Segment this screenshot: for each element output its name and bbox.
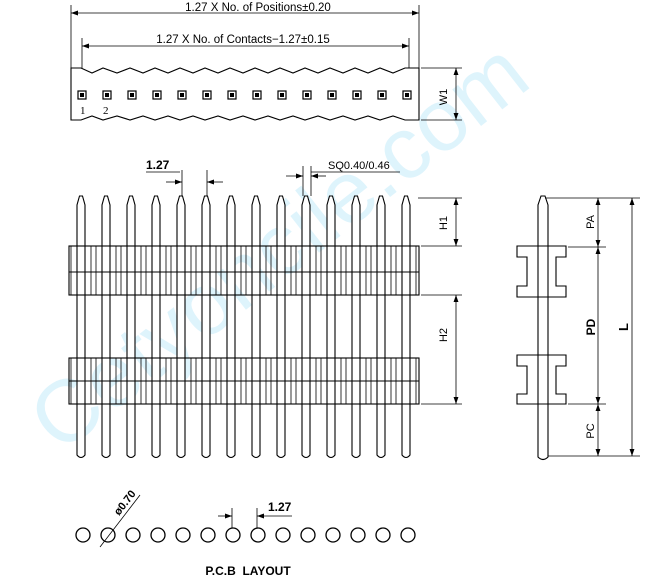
top-pin-core <box>355 93 359 97</box>
pcb-layout: ø0.70 1.27 P.C.B LAYOUT <box>75 488 416 578</box>
top-pin <box>352 90 362 100</box>
top-pin <box>127 90 137 100</box>
top-pin <box>177 90 187 100</box>
top-pin-row <box>77 90 412 100</box>
top-pin-core <box>405 93 409 97</box>
pcb-layout-title: P.C.B LAYOUT <box>205 564 291 578</box>
top-pin-core <box>330 93 334 97</box>
top-pin <box>377 90 387 100</box>
front-pin-array <box>70 195 417 459</box>
front-pin <box>276 195 286 459</box>
front-pin <box>301 195 311 459</box>
top-pin <box>227 90 237 100</box>
dim-h2: H2 <box>438 328 450 342</box>
pin-label-1: 1 <box>80 105 86 117</box>
dim-hole-diameter: ø0.70 <box>112 488 139 518</box>
pcb-hole <box>175 527 191 543</box>
top-pin-core <box>180 93 184 97</box>
front-pin <box>76 195 86 459</box>
front-pin <box>151 195 161 459</box>
dim-pc: PC <box>585 423 597 438</box>
dim-pd: PD <box>584 318 598 335</box>
pcb-hole <box>300 527 316 543</box>
dim-square-pin: SQ0.40/0.46 <box>328 160 390 172</box>
front-pin <box>251 195 261 459</box>
pcb-hole <box>125 527 141 543</box>
pcb-hole <box>375 527 391 543</box>
pcb-hole-row <box>75 527 416 543</box>
front-pin <box>376 195 386 459</box>
top-pin-core <box>80 93 84 97</box>
pcb-hole <box>150 527 166 543</box>
top-pin-core <box>280 93 284 97</box>
pcb-hole <box>325 527 341 543</box>
top-pin-core <box>130 93 134 97</box>
top-pin-core <box>380 93 384 97</box>
top-view: 1.27 X No. of Positions±0.20 1.27 X No. … <box>70 0 462 121</box>
front-pin <box>201 195 211 459</box>
front-pin <box>226 195 236 459</box>
dim-contacts-length: 1.27 X No. of Contacts−1.27±0.15 <box>156 34 330 46</box>
dim-h1: H1 <box>438 216 450 230</box>
top-pin <box>202 90 212 100</box>
front-pin <box>176 195 186 459</box>
front-pin <box>401 195 411 459</box>
top-pin <box>327 90 337 100</box>
pcb-hole <box>225 527 241 543</box>
front-pin <box>326 195 336 459</box>
top-pin-core <box>255 93 259 97</box>
dim-pitch-front: 1.27 <box>146 158 170 172</box>
pcb-hole <box>350 527 366 543</box>
dim-overall-length: 1.27 X No. of Positions±0.20 <box>185 2 331 14</box>
top-pin <box>302 90 312 100</box>
dim-l: L <box>616 323 631 331</box>
top-pin-core <box>105 93 109 97</box>
top-pin <box>402 90 412 100</box>
top-pin <box>152 90 162 100</box>
top-pin <box>277 90 287 100</box>
dim-pa: PA <box>585 214 597 229</box>
pcb-hole <box>75 527 91 543</box>
pin-label-2: 2 <box>103 105 109 117</box>
side-view: PA PD PC L <box>516 195 640 461</box>
front-pin <box>126 195 136 459</box>
pcb-hole <box>250 527 266 543</box>
top-pin-core <box>155 93 159 97</box>
top-pin-core <box>230 93 234 97</box>
pcb-hole <box>275 527 291 543</box>
dim-width-w1: W1 <box>438 89 450 106</box>
top-pin-core <box>305 93 309 97</box>
front-pin <box>101 195 111 459</box>
top-pin <box>77 90 87 100</box>
front-view: 1.27 SQ0.40/0.46 H1 H2 <box>68 158 462 459</box>
top-pin-core <box>205 93 209 97</box>
top-pin <box>102 90 112 100</box>
front-pin <box>351 195 361 459</box>
pcb-hole <box>200 527 216 543</box>
dim-pitch-pcb: 1.27 <box>268 500 292 514</box>
pcb-hole <box>400 527 416 543</box>
top-pin <box>252 90 262 100</box>
